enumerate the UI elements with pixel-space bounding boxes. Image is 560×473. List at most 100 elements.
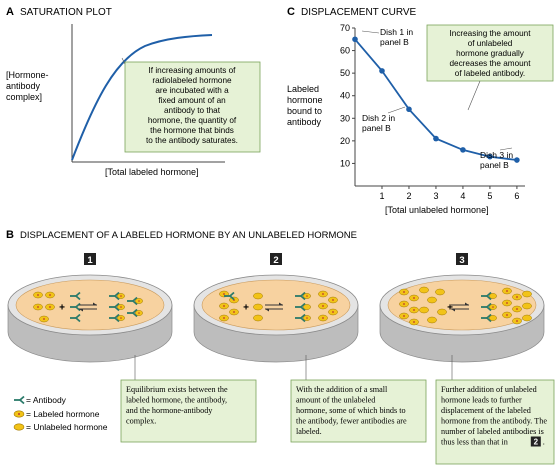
unlabeled-hormone bbox=[419, 286, 429, 294]
labeled-hormone bbox=[328, 296, 338, 304]
panel-a-note-pointer bbox=[121, 57, 126, 65]
labeled-hormone bbox=[409, 306, 419, 314]
labeled-hormone bbox=[512, 293, 522, 301]
caption-line: the antibody, fewer antibodies are bbox=[296, 417, 407, 426]
labeled-hormone bbox=[219, 314, 229, 322]
labeled-hormone bbox=[229, 296, 239, 304]
antibody bbox=[481, 313, 497, 323]
x-tick-label: 2 bbox=[406, 191, 411, 201]
dish-ref-badge bbox=[530, 436, 541, 447]
panel-c-note-pointer bbox=[467, 80, 481, 111]
legend-labeled-hormone: = Labeled hormone bbox=[26, 409, 100, 419]
antibody bbox=[127, 296, 143, 306]
panel-a-ylabel-3: complex] bbox=[6, 92, 42, 102]
caption-line: complex. bbox=[126, 417, 156, 426]
panel-a-note-line: hormone, the quantity of bbox=[148, 116, 237, 125]
unlabeled-hormone bbox=[427, 296, 437, 304]
unlabeled-hormone bbox=[435, 288, 445, 296]
caption-line: hormone from the antibody. The bbox=[441, 417, 547, 426]
panel-a-note-line: If increasing amounts of bbox=[149, 66, 237, 75]
unlabeled-hormone bbox=[522, 302, 532, 310]
panel-a-letter: A bbox=[6, 6, 14, 18]
x-tick-label: 5 bbox=[487, 191, 492, 201]
panel-c-note-line: of unlabeled bbox=[468, 39, 513, 48]
panel-a-note-line: antibody to that bbox=[164, 106, 221, 115]
equilibrium-arrows-icon bbox=[265, 302, 283, 312]
data-point bbox=[460, 147, 466, 153]
caption-box bbox=[290, 379, 427, 443]
chart-points bbox=[352, 36, 520, 163]
dish3-annotation: panel B bbox=[480, 160, 509, 170]
caption-end: . bbox=[543, 438, 545, 447]
chart-annotations: Dish 1 in panel B Dish 2 in panel B Dish… bbox=[361, 27, 513, 170]
panel-c-ylabel-4: antibody bbox=[287, 117, 322, 127]
caption-line: labeled hormone, the antibody, bbox=[126, 396, 227, 405]
panel-c-note-line: decreases the amount bbox=[449, 59, 531, 68]
dish-number-badge: 1 bbox=[84, 253, 96, 266]
caption-line: displacement of the labeled bbox=[441, 406, 531, 415]
caption-2: With the addition of a small amount of th… bbox=[290, 355, 427, 443]
caption-line: hormone leads to further bbox=[441, 396, 522, 405]
unlabeled-hormone bbox=[522, 290, 532, 298]
labeled-hormone bbox=[45, 291, 55, 299]
caption-line: thus less than that in bbox=[441, 438, 508, 447]
data-point bbox=[514, 157, 520, 163]
panel-a-note-line: radiolabeled hormone bbox=[152, 76, 232, 85]
dish-number: 2 bbox=[273, 255, 278, 266]
labeled-hormone bbox=[512, 317, 522, 325]
panel-c-ylabel-3: bound to bbox=[287, 106, 322, 116]
antibody bbox=[295, 291, 311, 301]
panel-a-note-line: the hormone that binds bbox=[150, 126, 234, 135]
dish-number-badge: 2 bbox=[270, 253, 282, 266]
labeled-hormone bbox=[399, 288, 409, 296]
panel-a-ylabel-2: antibody bbox=[6, 81, 41, 91]
unlabeled-hormone bbox=[253, 292, 263, 300]
panel-c: C DISPLACEMENT CURVE Labeled hormone bou… bbox=[287, 6, 554, 215]
dish1-pointer bbox=[361, 30, 380, 34]
unlabeled-hormone bbox=[437, 308, 447, 316]
antibody-icon bbox=[14, 395, 25, 405]
dish3-annotation: Dish 3 in bbox=[480, 150, 513, 160]
labeled-hormone bbox=[33, 291, 43, 299]
panel-c-note-line: of labeled antibody. bbox=[455, 69, 525, 78]
data-point bbox=[406, 106, 412, 113]
caption-line: amount of the unlabeled bbox=[296, 396, 375, 405]
plus-sign: + bbox=[59, 303, 65, 314]
labeled-hormone bbox=[229, 308, 239, 316]
caption-line: Equilibrium exists between the bbox=[126, 385, 228, 394]
petri-dish-2: 2+ bbox=[193, 253, 359, 363]
equilibrium-arrows-icon bbox=[79, 302, 97, 312]
unlabeled-hormone bbox=[522, 314, 532, 322]
antibody bbox=[70, 291, 81, 301]
caption-line: With the addition of a small bbox=[296, 385, 388, 394]
unlabeled-hormone bbox=[427, 316, 437, 324]
caption-line: number of labeled antibodies is bbox=[441, 427, 544, 436]
labeled-hormone bbox=[318, 302, 328, 310]
legend: = Antibody = Labeled hormone = Unlabeled… bbox=[13, 395, 108, 432]
dishes: 1+2+3+ bbox=[7, 253, 545, 363]
legend-antibody: = Antibody bbox=[26, 395, 67, 405]
panel-a-note-line: fixed amount of an bbox=[158, 96, 226, 105]
dish-number: 3 bbox=[459, 255, 464, 266]
panel-c-ylabel-1: Labeled bbox=[287, 84, 319, 94]
x-tick-label: 6 bbox=[514, 191, 519, 201]
panel-a-title: SATURATION PLOT bbox=[20, 7, 112, 18]
antibody bbox=[481, 291, 497, 301]
labeled-hormone bbox=[45, 303, 55, 311]
labeled-hormone bbox=[502, 299, 512, 307]
saturation-curve bbox=[71, 34, 213, 161]
panel-a-note-line: are incubated with a bbox=[155, 86, 229, 95]
plus-sign: + bbox=[243, 303, 249, 314]
dish2-annotation: Dish 2 in bbox=[362, 113, 395, 123]
labeled-hormone bbox=[512, 305, 522, 313]
dish-ref-number: 2 bbox=[534, 438, 539, 447]
data-point bbox=[487, 153, 493, 160]
antibody bbox=[70, 302, 81, 312]
panel-c-ylabel-2: hormone bbox=[287, 95, 323, 105]
caption-line: and the hormone-antibody bbox=[126, 406, 213, 415]
petri-dish-3: 3+ bbox=[379, 253, 545, 363]
labeled-hormone bbox=[399, 312, 409, 320]
